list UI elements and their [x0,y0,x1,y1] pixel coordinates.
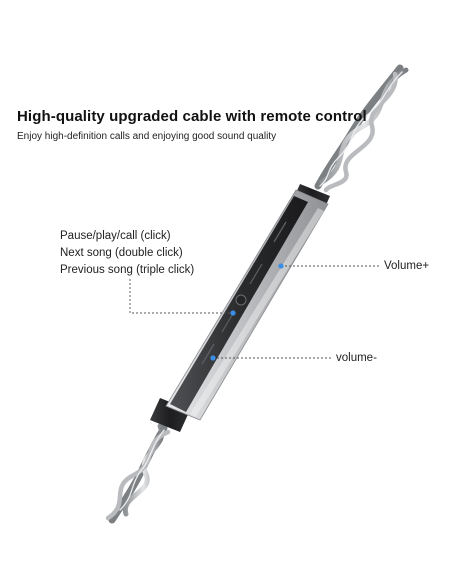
lower-cable-icon [105,423,171,524]
leader-line-multifunction [129,279,233,314]
volume-up-label: Volume+ [384,260,430,272]
inline-remote-icon [150,184,330,432]
page-title: High-quality upgraded cable with remote … [17,108,367,125]
marker-volume-down-dot-icon [210,355,216,361]
volume-down-label: volume- [336,352,377,364]
marker-volume-up-dot-icon [278,263,284,269]
function-list: Pause/play/call (click) Next song (doubl… [60,228,194,279]
function-item: Next song (double click) [60,247,183,259]
leader-lines [129,265,380,359]
marker-multifunction-dot-icon [230,310,236,316]
page-subtitle: Enjoy high-definition calls and enjoying… [17,131,277,142]
upper-cable-icon [314,64,409,193]
function-item: Pause/play/call (click) [60,230,171,242]
function-item: Previous song (triple click) [60,264,195,276]
